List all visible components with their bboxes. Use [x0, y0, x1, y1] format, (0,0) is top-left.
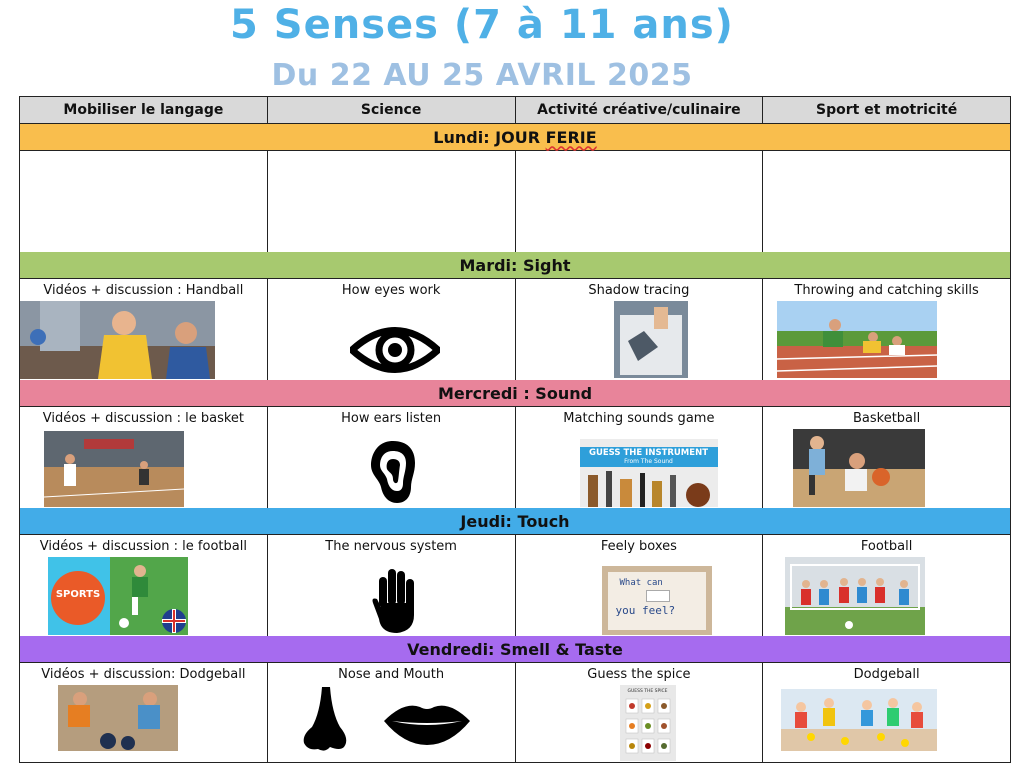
cell-vendredi-creative: Guess the spice GUESS THE SPICE	[516, 663, 764, 762]
activity-label: Vidéos + discussion : le football	[39, 539, 247, 554]
column-header-creative: Activité créative/culinaire	[516, 97, 764, 123]
activity-label: Guess the spice	[587, 667, 691, 682]
cell-mercredi-langage: Vidéos + discussion : le basket	[20, 407, 268, 508]
football-kids-photo	[785, 557, 926, 635]
day-label-lundi-prefix: Lundi: JOUR	[433, 127, 546, 147]
nose-icon	[300, 687, 350, 753]
cell-mardi-langage: Vidéos + discussion : Handball	[20, 279, 268, 380]
day-row-mardi: Vidéos + discussion : Handball How	[20, 279, 1010, 380]
cell-mardi-sport: Throwing and catching skills	[763, 279, 1010, 380]
cell-mardi-creative: Shadow tracing	[516, 279, 764, 380]
day-row-lundi	[20, 151, 1010, 252]
day-header-mardi: Mardi: Sight	[20, 252, 1010, 279]
cell-lundi-science	[268, 151, 516, 252]
activity-label: Throwing and catching skills	[794, 283, 979, 298]
football-sports-image: SPORTS	[48, 557, 188, 635]
basketball-gym-photo	[44, 431, 184, 507]
sports-badge	[51, 571, 105, 625]
instruments-graphic	[587, 471, 710, 507]
column-header-langage: Mobiliser le langage	[20, 97, 268, 123]
activity-label: Vidéos + discussion: Dodgeball	[41, 667, 246, 682]
day-block-vendredi: Vendredi: Smell & Taste Vidéos + discuss…	[20, 636, 1010, 764]
activity-label: Feely boxes	[600, 539, 677, 554]
day-row-vendredi: Vidéos + discussion: Dodgeball Nose and …	[20, 663, 1010, 762]
column-header-science: Science	[268, 97, 516, 123]
cell-jeudi-science: The nervous system	[268, 535, 516, 636]
feely-text-1: What can	[619, 578, 663, 588]
activity-label: Vidéos + discussion : le basket	[42, 411, 244, 426]
guess-instrument-banner	[579, 447, 718, 467]
column-header-sport: Sport et motricité	[816, 102, 958, 118]
cell-lundi-langage	[20, 151, 268, 252]
day-row-jeudi: Vidéos + discussion : le football SPORTS	[20, 535, 1010, 636]
activity-label: The nervous system	[325, 539, 457, 554]
activity-label: Basketball	[852, 411, 921, 426]
activity-label: Matching sounds game	[563, 411, 715, 426]
cell-jeudi-sport: Football	[763, 535, 1010, 636]
page-subtitle: Du 22 AU 25 AVRIL 2025	[271, 58, 693, 93]
cell-mercredi-creative: Matching sounds game GUESS THE INSTRUMEN…	[516, 407, 764, 508]
guess-instrument-text: GUESS THE INSTRUMENT	[588, 448, 708, 458]
basketball-kids-photo	[793, 429, 926, 507]
running-track-photo	[777, 301, 938, 378]
page-title: 5 Senses (7 à 11 ans)	[230, 2, 734, 48]
activity-label: Dodgeball	[853, 667, 920, 682]
eye-icon	[349, 323, 440, 377]
cell-jeudi-langage: Vidéos + discussion : le football SPORTS	[20, 535, 268, 636]
guess-spice-photo: GUESS THE SPICE	[619, 685, 676, 761]
cell-jeudi-creative: Feely boxes What can you feel?	[516, 535, 764, 636]
feely-text-2: you feel?	[615, 604, 676, 617]
cell-mercredi-science: How ears listen	[268, 407, 516, 508]
shadow-tracing-photo	[613, 301, 688, 378]
activity-label: Shadow tracing	[588, 283, 690, 298]
activity-label: Nose and Mouth	[338, 667, 445, 682]
activity-label: Football	[860, 539, 913, 554]
feely-box-photo: What can you feel?	[601, 566, 712, 635]
cell-vendredi-science: Nose and Mouth	[268, 663, 516, 762]
activity-label: Vidéos + discussion : Handball	[43, 283, 244, 298]
cell-lundi-creative	[516, 151, 764, 252]
dodgeball-illustration	[781, 689, 938, 751]
guess-spice-text: GUESS THE SPICE	[627, 689, 668, 694]
activity-label: How ears listen	[341, 411, 442, 426]
day-row-mercredi: Vidéos + discussion : le basket Ho	[20, 407, 1010, 508]
day-block-jeudi: Jeudi: Touch Vidéos + discussion : le fo…	[20, 508, 1010, 636]
activity-label: How eyes work	[341, 283, 441, 298]
schedule-table: Mobiliser le langage Science Activité cr…	[19, 96, 1011, 763]
day-header-jeudi: Jeudi: Touch	[20, 508, 1010, 535]
column-header-row: Mobiliser le langage Science Activité cr…	[20, 97, 1010, 124]
cell-lundi-sport	[763, 151, 1010, 252]
day-header-vendredi: Vendredi: Smell & Taste	[20, 636, 1010, 663]
lips-icon	[383, 699, 470, 747]
from-the-sound-text: From The Sound	[624, 458, 673, 465]
day-header-lundi: Lundi: JOUR FERIE	[20, 124, 1010, 151]
ear-icon	[369, 439, 417, 505]
sports-badge-text: SPORTS	[55, 589, 101, 600]
day-label-lundi-ferie: FERIE	[545, 127, 597, 147]
cell-mercredi-sport: Basketball	[763, 407, 1010, 508]
handball-photo	[20, 301, 215, 379]
guess-instrument-image: GUESS THE INSTRUMENT From The Sound	[579, 439, 718, 507]
hand-icon	[371, 567, 419, 634]
day-header-mercredi: Mercredi : Sound	[20, 380, 1010, 407]
day-block-lundi: Lundi: JOUR FERIE	[20, 124, 1010, 252]
cell-mardi-science: How eyes work	[268, 279, 516, 380]
day-block-mardi: Mardi: Sight Vidéos + discussion : Handb…	[20, 252, 1010, 380]
day-block-mercredi: Mercredi : Sound Vidéos + discussion : l…	[20, 380, 1010, 508]
dodgeball-photo	[58, 685, 178, 751]
cell-vendredi-sport: Dodgeball	[763, 663, 1010, 762]
cell-vendredi-langage: Vidéos + discussion: Dodgeball	[20, 663, 268, 762]
